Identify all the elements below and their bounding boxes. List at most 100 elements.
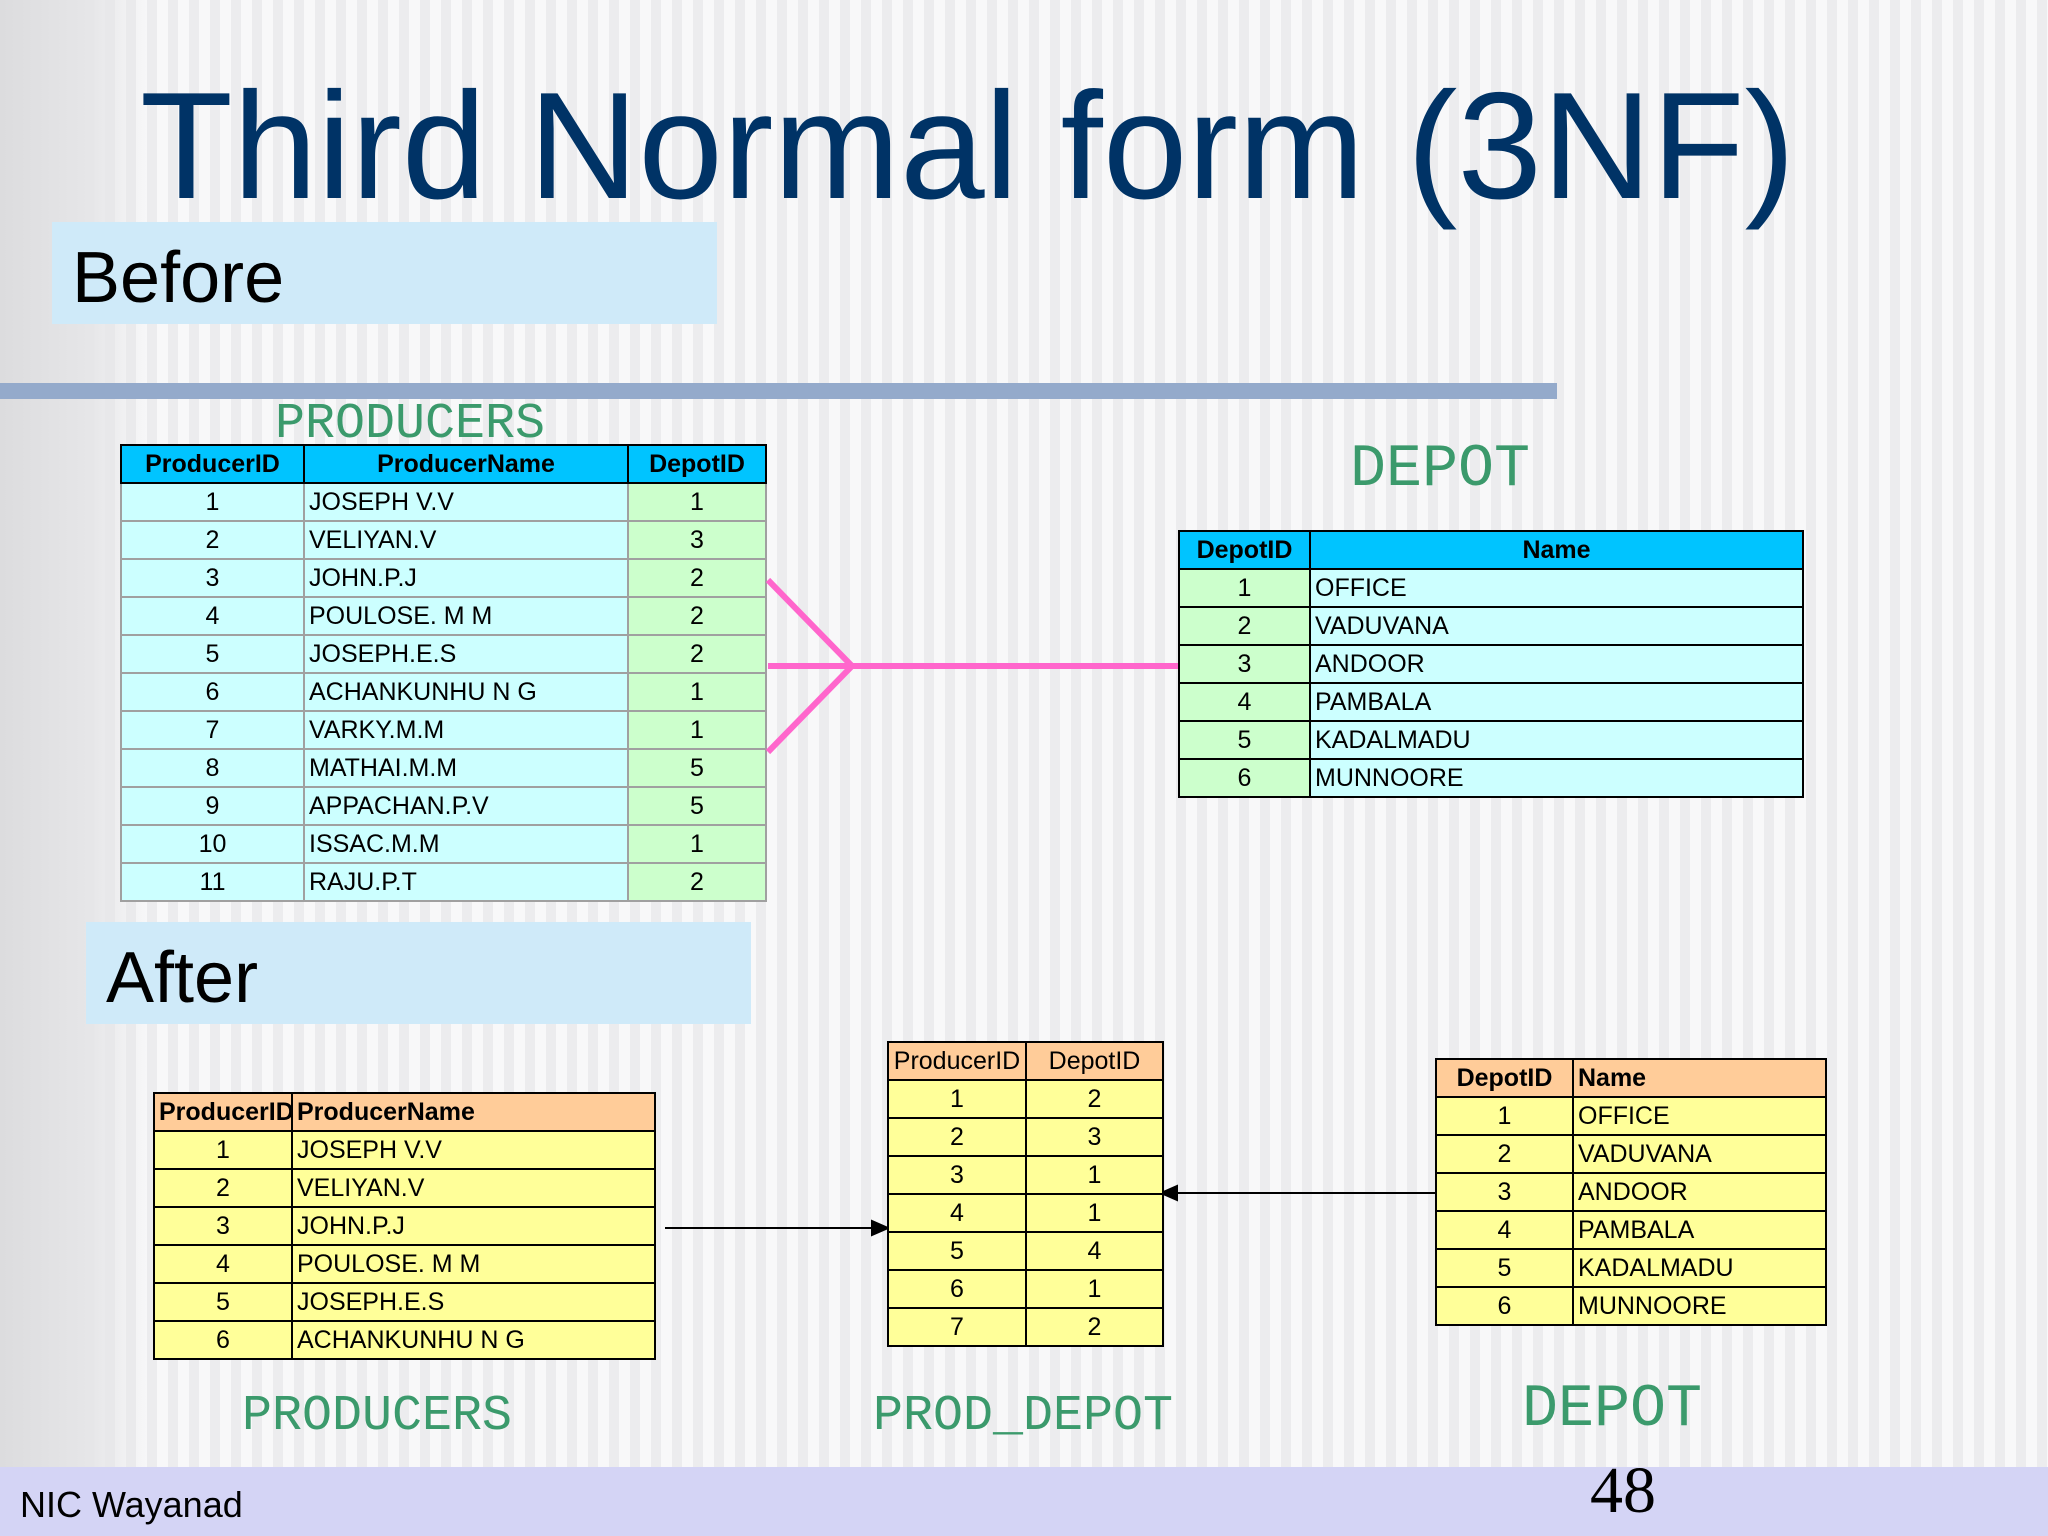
table-cell: 1 — [120, 482, 305, 522]
table-cell: VADUVANA — [1572, 1134, 1827, 1174]
table-cell: 6 — [1178, 758, 1311, 798]
table-cell: 1 — [153, 1130, 293, 1170]
column-header: ProducerName — [291, 1092, 656, 1132]
table-cell: 2 — [627, 862, 767, 902]
column-header: ProducerID — [120, 444, 305, 484]
table-cell: ANDOOR — [1572, 1172, 1827, 1212]
column-header: Name — [1572, 1058, 1827, 1098]
table-cell: 10 — [120, 824, 305, 864]
prod-depot-caption: PROD_DEPOT — [873, 1388, 1174, 1445]
page-number: 48 — [1590, 1454, 1656, 1527]
table-cell: 1 — [1178, 568, 1311, 608]
table-cell: ANDOOR — [1309, 644, 1804, 684]
table-cell: MUNNOORE — [1309, 758, 1804, 798]
table-cell: 2 — [1025, 1079, 1164, 1119]
column-header: DepotID — [627, 444, 767, 484]
table-cell: 1 — [627, 672, 767, 712]
table-cell: 1 — [627, 710, 767, 750]
table-cell: MATHAI.M.M — [303, 748, 629, 788]
table-cell: 1 — [887, 1079, 1027, 1119]
table-cell: 9 — [120, 786, 305, 826]
table-cell: 4 — [887, 1193, 1027, 1233]
table-cell: 2 — [1178, 606, 1311, 646]
table-cell: 5 — [627, 748, 767, 788]
footer-text: NIC Wayanad — [20, 1484, 243, 1525]
table-cell: 1 — [627, 824, 767, 864]
table-cell: KADALMADU — [1572, 1248, 1827, 1288]
table-cell: KADALMADU — [1309, 720, 1804, 760]
crows-foot-connector — [765, 577, 1178, 755]
table-cell: MUNNOORE — [1572, 1286, 1827, 1326]
table-cell: 5 — [887, 1231, 1027, 1271]
table-cell: POULOSE. M M — [291, 1244, 656, 1284]
column-header: Name — [1309, 530, 1804, 570]
table-cell: JOHN.P.J — [303, 558, 629, 598]
table-cell: 1 — [1435, 1096, 1574, 1136]
table-cell: OFFICE — [1309, 568, 1804, 608]
table-cell: 5 — [120, 634, 305, 674]
table-cell: VELIYAN.V — [291, 1168, 656, 1208]
table-header-row: ProducerID ProducerName DepotID — [120, 444, 767, 484]
table-cell: 3 — [153, 1206, 293, 1246]
table-cell: 4 — [153, 1244, 293, 1284]
table-header-row: DepotID Name — [1178, 530, 1804, 570]
table-cell: JOSEPH V.V — [291, 1130, 656, 1170]
arrow-head-icon — [871, 1219, 891, 1237]
table-cell: 6 — [1435, 1286, 1574, 1326]
table-cell: JOSEPH V.V — [303, 482, 629, 522]
table-cell: 4 — [120, 596, 305, 636]
table-cell: VARKY.M.M — [303, 710, 629, 750]
table-cell: 2 — [627, 596, 767, 636]
table-cell: 5 — [627, 786, 767, 826]
table-cell: ISSAC.M.M — [303, 824, 629, 864]
after-label: After — [106, 938, 259, 1018]
after-producers-caption: PRODUCERS — [242, 1388, 513, 1445]
table-cell: 6 — [120, 672, 305, 712]
table-cell: 5 — [1178, 720, 1311, 760]
table-cell: VELIYAN.V — [303, 520, 629, 560]
column-header: DepotID — [1435, 1058, 1574, 1098]
table-cell: PAMBALA — [1572, 1210, 1827, 1250]
table-cell: 6 — [887, 1269, 1027, 1309]
before-producers-caption: PRODUCERS — [275, 396, 546, 453]
footer-bar — [0, 1467, 2048, 1536]
table-cell: 2 — [153, 1168, 293, 1208]
table-cell: 3 — [1435, 1172, 1574, 1212]
table-header-row: ProducerID ProducerName — [153, 1092, 656, 1132]
table-cell: 3 — [120, 558, 305, 598]
table-cell: 3 — [1025, 1117, 1164, 1157]
arrow-head-icon — [1158, 1184, 1178, 1202]
table-cell: 11 — [120, 862, 305, 902]
table-cell: 4 — [1435, 1210, 1574, 1250]
